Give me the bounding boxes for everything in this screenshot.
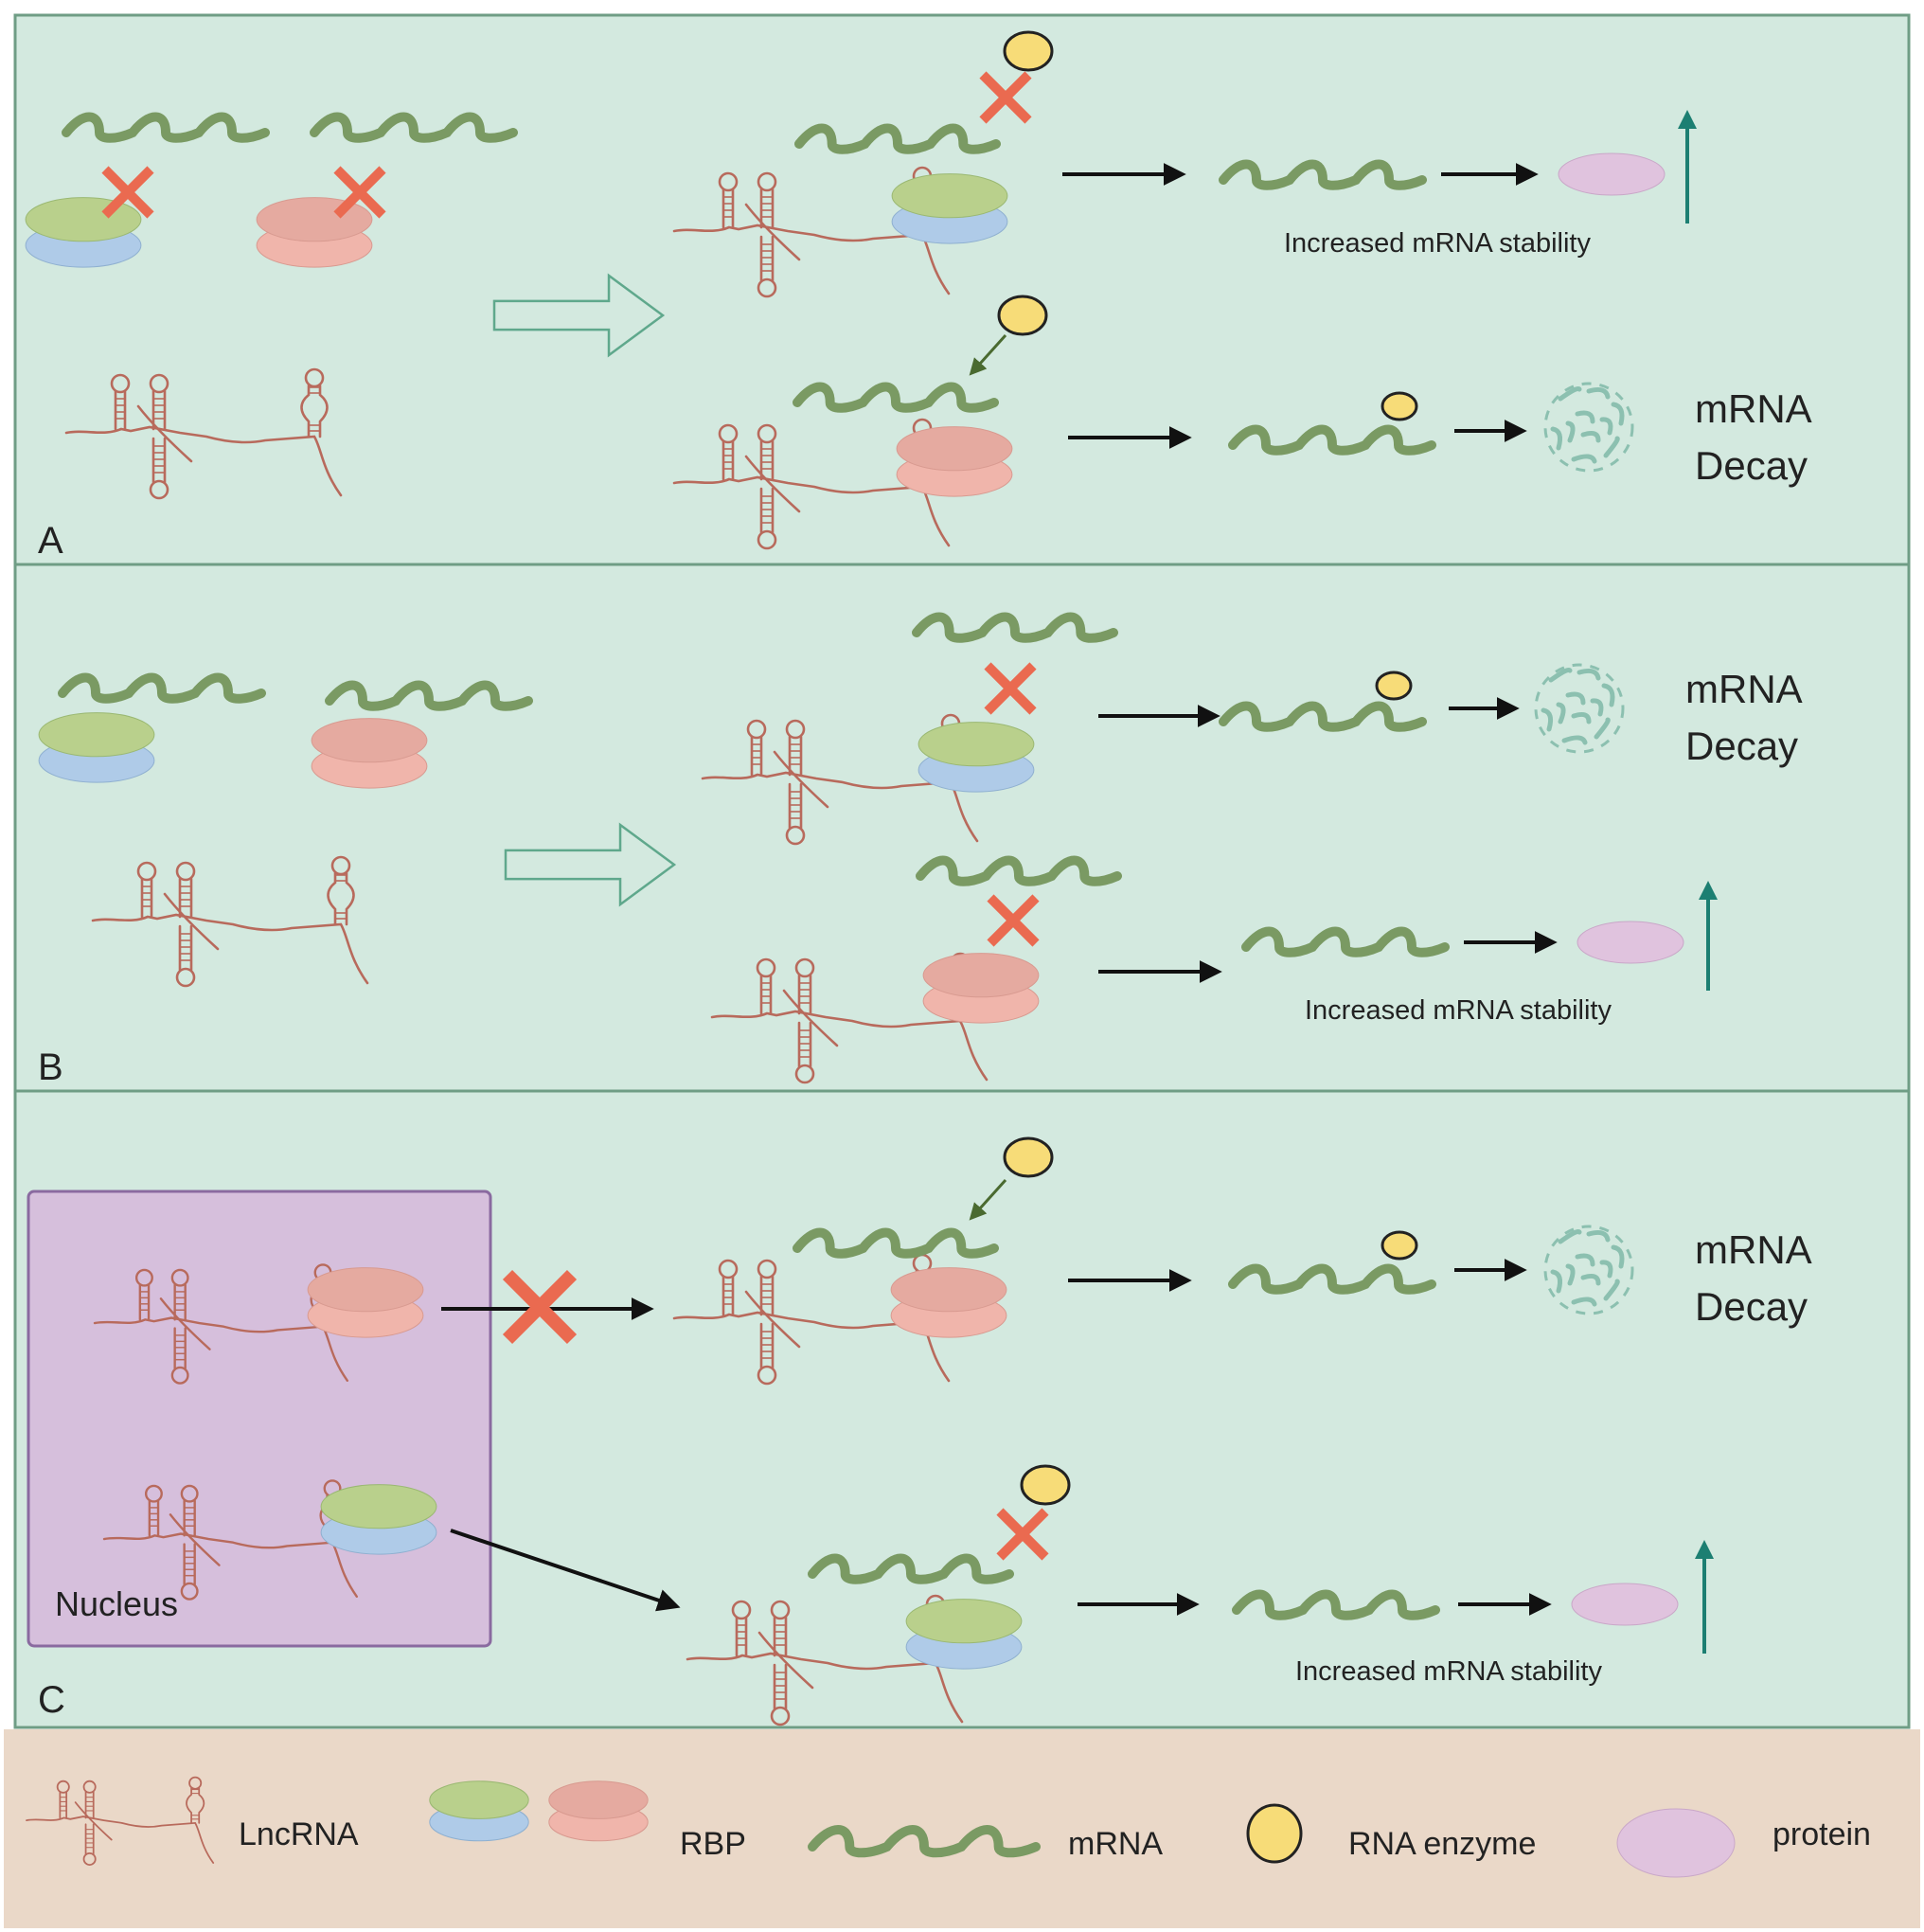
- nucleus-box: [27, 1190, 492, 1648]
- rna-enzyme-icon: [1020, 1464, 1071, 1506]
- mrna-icon: [793, 1227, 999, 1259]
- mrna-icon: [1228, 424, 1436, 456]
- decay-label-line1: mRNA: [1685, 667, 1803, 711]
- legend-enzyme-label: RNA enzyme: [1348, 1826, 1536, 1862]
- degraded-mrna-icon: [1543, 382, 1634, 473]
- mrna-icon: [1228, 1263, 1436, 1295]
- decay-label-line2: Decay: [1695, 443, 1808, 488]
- decay-label-line1: mRNA: [1695, 386, 1812, 431]
- panel-letter-c: C: [38, 1679, 65, 1721]
- rna-enzyme-icon: [1003, 1136, 1054, 1178]
- rbp-icon: [25, 197, 142, 268]
- enzyme-approach-arrow-icon: [969, 333, 1007, 376]
- mrna-icon: [808, 1825, 1041, 1858]
- rbp-icon: [320, 1484, 437, 1555]
- rbp-icon: [548, 1780, 649, 1842]
- rbp-icon: [307, 1267, 424, 1338]
- degraded-mrna-icon: [1543, 1225, 1634, 1315]
- protein-icon: [1571, 1583, 1679, 1626]
- nucleus-label: Nucleus: [55, 1584, 178, 1623]
- hollow-arrow-icon: [504, 822, 677, 907]
- protein-icon: [1577, 921, 1684, 964]
- cross-icon: [502, 1269, 578, 1345]
- legend-panel: [4, 1729, 1920, 1928]
- cross-icon: [987, 894, 1040, 947]
- mrna-icon: [1219, 701, 1427, 732]
- mrna-icon: [1219, 159, 1427, 190]
- legend-protein-label: protein: [1773, 1816, 1871, 1852]
- panel-letter-a: A: [38, 520, 63, 562]
- rna-enzyme-icon: [1246, 1803, 1303, 1864]
- enzyme-approach-arrow-icon: [969, 1178, 1007, 1221]
- rbp-icon: [917, 722, 1035, 793]
- lncrna-icon: [91, 855, 369, 988]
- cross-icon: [979, 71, 1032, 124]
- legend-lncrna-label: LncRNA: [239, 1816, 359, 1852]
- rna-enzyme-icon: [1375, 671, 1413, 701]
- rna-enzyme-icon: [1381, 391, 1418, 421]
- cross-icon: [333, 166, 386, 219]
- arrow-icon: [450, 1529, 681, 1612]
- mrna-icon: [793, 382, 999, 413]
- mrna-icon: [1241, 926, 1450, 957]
- lncrna-icon: [64, 367, 343, 500]
- lncrna-icon: [26, 1776, 215, 1866]
- legend-rbp-label: RBP: [680, 1826, 746, 1862]
- mrna-icon: [912, 612, 1118, 643]
- legend-mrna-label: mRNA: [1068, 1826, 1163, 1862]
- rna-enzyme-icon: [1381, 1230, 1418, 1261]
- cross-icon: [984, 662, 1037, 715]
- mrna-icon: [62, 112, 270, 143]
- stability-label: Increased mRNA stability: [1284, 228, 1591, 259]
- rbp-icon: [922, 953, 1040, 1024]
- mrna-icon: [1232, 1589, 1440, 1620]
- cross-icon: [101, 166, 154, 219]
- mrna-icon: [310, 112, 518, 143]
- rbp-icon: [896, 426, 1013, 497]
- cross-icon: [996, 1508, 1049, 1561]
- hollow-arrow-icon: [492, 273, 666, 358]
- rbp-icon: [256, 197, 373, 268]
- rbp-icon: [38, 712, 155, 783]
- degraded-mrna-icon: [1534, 663, 1625, 754]
- stability-label: Increased mRNA stability: [1305, 995, 1612, 1026]
- rna-enzyme-icon: [1003, 30, 1054, 72]
- rbp-icon: [890, 1267, 1007, 1338]
- rna-enzyme-icon: [997, 295, 1048, 336]
- stability-label: Increased mRNA stability: [1295, 1656, 1602, 1687]
- protein-icon: [1616, 1808, 1736, 1878]
- mrna-icon: [58, 672, 266, 704]
- decay-label-line2: Decay: [1685, 724, 1798, 768]
- mrna-icon: [916, 855, 1122, 886]
- decay-label-line1: mRNA: [1695, 1227, 1812, 1272]
- mrna-icon: [325, 680, 533, 711]
- protein-icon: [1558, 152, 1666, 196]
- decay-label-line2: Decay: [1695, 1284, 1808, 1329]
- mrna-icon: [808, 1553, 1014, 1584]
- rbp-icon: [905, 1599, 1023, 1670]
- rbp-icon: [311, 718, 428, 789]
- rbp-icon: [891, 173, 1008, 244]
- panel-letter-b: B: [38, 1046, 63, 1088]
- rbp-icon: [429, 1780, 529, 1842]
- mrna-icon: [794, 123, 1001, 154]
